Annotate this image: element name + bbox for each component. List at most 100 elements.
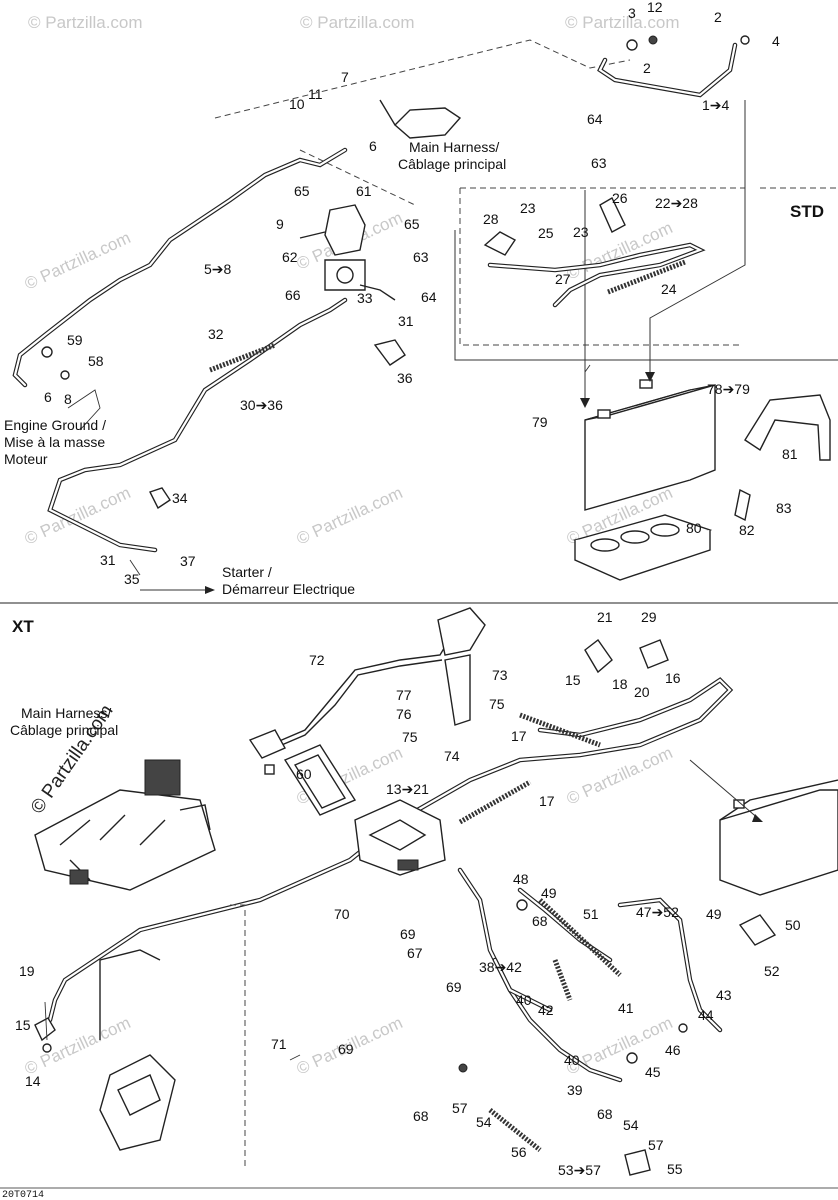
callout: 45	[645, 1064, 661, 1080]
callout: 51	[583, 906, 599, 922]
text-labels: Main Harness/ Câblage principal Engine G…	[2, 139, 506, 1200]
callout: 40	[516, 992, 532, 1008]
watermark: © Partzilla.com	[565, 13, 680, 32]
starter-label-line1: Starter /	[222, 564, 272, 580]
engine-ground-label-line3: Moteur	[4, 451, 48, 467]
callout: 63	[591, 155, 607, 171]
callout: 73	[492, 667, 508, 683]
callout: 34	[172, 490, 188, 506]
watermark: © Partzilla.com	[22, 483, 134, 549]
callout: 64	[421, 289, 437, 305]
callout: 24	[661, 281, 677, 297]
xt-ground-cable	[42, 677, 734, 1053]
std-positive-cable	[483, 197, 706, 308]
callout: 75	[402, 729, 418, 745]
callout: 39	[567, 1082, 583, 1098]
callout: 68	[413, 1108, 429, 1124]
callout: 68	[597, 1106, 613, 1122]
callout: 49	[541, 885, 557, 901]
callout: 31	[100, 552, 116, 568]
callout: 26	[612, 190, 628, 206]
xt-positive-cables	[457, 867, 777, 1176]
callout: 14	[25, 1073, 41, 1089]
callout: 20	[634, 684, 650, 700]
callout: 29	[641, 609, 657, 625]
callout: 36	[397, 370, 413, 386]
callout: 80	[686, 520, 702, 536]
callout: 7	[341, 69, 349, 85]
callout: 33	[357, 290, 373, 306]
main-harness-label-line2: Câblage principal	[398, 156, 506, 172]
callout: 65	[404, 216, 420, 232]
callout: 28	[483, 211, 499, 227]
callout: 81	[782, 446, 798, 462]
callout: 5➔8	[204, 261, 232, 277]
callout: 75	[489, 696, 505, 712]
callout: 57	[648, 1137, 664, 1153]
watermark: © Partzilla.com	[28, 13, 143, 32]
starter-label-line2: Démarreur Electrique	[222, 581, 355, 597]
callout: 12	[647, 0, 663, 15]
engine-ground-label-line1: Engine Ground /	[4, 417, 106, 433]
callout: 54	[476, 1114, 492, 1130]
callout: 9	[276, 216, 284, 232]
callout: 53➔57	[558, 1162, 601, 1178]
callout: 79	[532, 414, 548, 430]
watermark: © Partzilla.com	[300, 13, 415, 32]
section-label-std: STD	[790, 202, 824, 221]
callout: 22➔28	[655, 195, 698, 211]
callout: 50	[785, 917, 801, 933]
callout: 11	[308, 86, 323, 102]
xt-main-harness-label-line2: Câblage principal	[10, 722, 118, 738]
callout: 61	[356, 183, 372, 199]
ground-cable	[12, 147, 348, 388]
main-harness-connector-top	[379, 99, 462, 139]
callout: 18	[612, 676, 628, 692]
callout: 32	[208, 326, 224, 342]
callout: 74	[444, 748, 460, 764]
xt-main-harness-label-line1: Main Harness/	[21, 705, 111, 721]
callout: 72	[309, 652, 325, 668]
callout: 4	[772, 33, 780, 49]
callout: 69	[338, 1041, 354, 1057]
watermark: © Partzilla.com	[294, 483, 406, 549]
battery-xt	[689, 759, 838, 896]
callout: 78➔79	[707, 381, 750, 397]
std-guide-lines	[214, 39, 838, 405]
callout: 40	[564, 1052, 580, 1068]
callout: 55	[667, 1161, 683, 1177]
callout: 66	[285, 287, 301, 303]
callout: 2	[714, 9, 722, 25]
battery-std	[572, 379, 716, 581]
solenoid-assembly	[149, 204, 406, 510]
callout: 31	[398, 313, 414, 329]
callout: 62	[282, 249, 298, 265]
callout: 46	[665, 1042, 681, 1058]
callout: 8	[64, 391, 72, 407]
callout: 67	[407, 945, 423, 961]
reference-code: 20T0714	[2, 1190, 44, 1200]
callout: 15	[15, 1017, 31, 1033]
callout: 3	[628, 5, 636, 21]
callout: 21	[597, 609, 613, 625]
callout: 23	[573, 224, 589, 240]
std-callouts: 3 12 2 4 2 1➔4 7 11 10 6 64 63 65 61 9 6…	[44, 0, 798, 587]
callout: 19	[19, 963, 35, 979]
callout: 69	[446, 979, 462, 995]
callout: 65	[294, 183, 310, 199]
callout: 69	[400, 926, 416, 942]
callout: 64	[587, 111, 603, 127]
callout: 71	[271, 1036, 287, 1052]
engine-ground-label-line2: Mise à la masse	[4, 434, 105, 450]
callout: 56	[511, 1144, 527, 1160]
callout: 54	[623, 1117, 639, 1133]
callout: 30➔36	[240, 397, 283, 413]
callout: 25	[538, 225, 554, 241]
callout: 70	[334, 906, 350, 922]
starter-cable	[47, 297, 348, 553]
callout: 10	[289, 96, 305, 112]
arrows	[205, 320, 763, 822]
callout: 6	[44, 389, 52, 405]
callout: 17	[511, 728, 527, 744]
